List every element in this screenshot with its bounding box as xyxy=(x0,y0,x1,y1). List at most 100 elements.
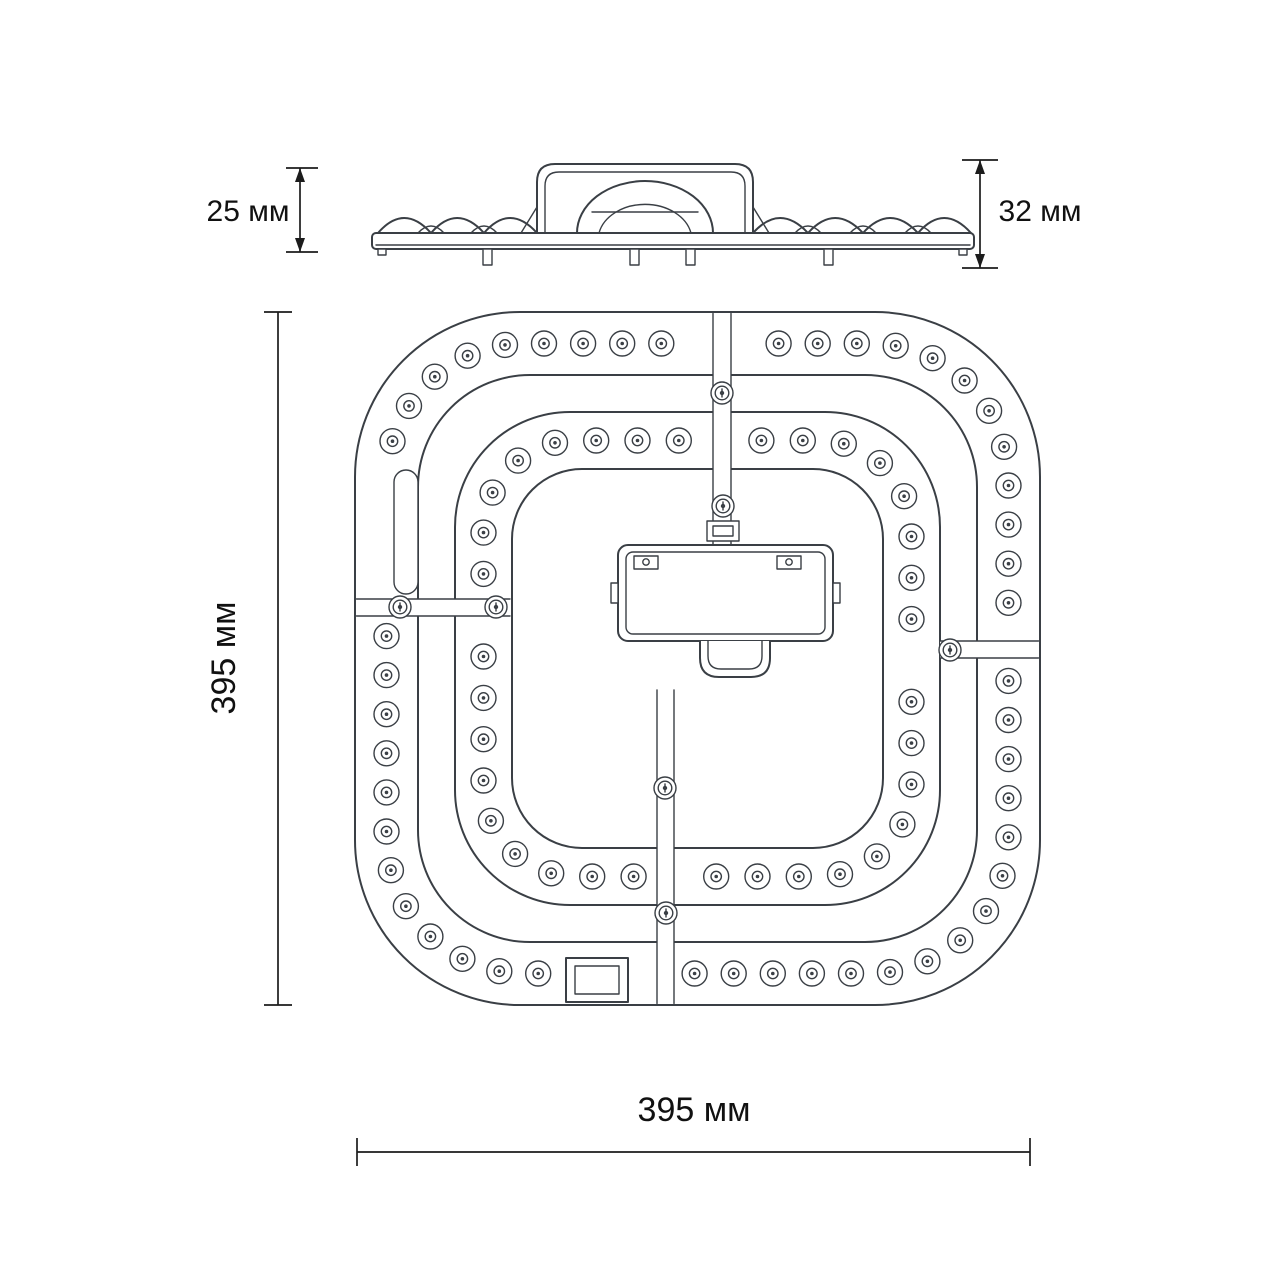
led xyxy=(744,863,771,890)
led xyxy=(972,897,1000,925)
dimension-32mm: 32 мм xyxy=(962,159,1081,269)
led xyxy=(826,861,854,888)
mounting-screw xyxy=(484,595,508,619)
led xyxy=(373,740,400,767)
led xyxy=(837,960,865,987)
mounting-screw xyxy=(938,638,962,662)
led xyxy=(609,330,636,357)
mounting-screw xyxy=(653,776,677,800)
led xyxy=(951,367,978,394)
sensor-dome-inner xyxy=(598,203,692,234)
inner-led-ring xyxy=(470,427,925,890)
led xyxy=(681,960,708,987)
driver-terminal-screw-left xyxy=(642,558,650,566)
led xyxy=(449,945,476,972)
led xyxy=(504,447,532,474)
led xyxy=(804,330,831,357)
led xyxy=(470,560,497,588)
led xyxy=(470,643,497,670)
led xyxy=(454,342,481,369)
led xyxy=(470,726,497,753)
dimension-height-395mm: 395 мм xyxy=(205,311,292,1006)
side-view xyxy=(371,163,975,266)
led xyxy=(538,860,565,887)
led xyxy=(665,427,692,454)
mounting-slot xyxy=(393,469,419,595)
led xyxy=(748,427,775,454)
mounting-screw xyxy=(711,494,735,518)
housing-brace-right xyxy=(752,206,770,234)
led xyxy=(525,960,552,987)
driver-housing xyxy=(536,163,754,234)
led xyxy=(995,667,1022,695)
height-dimension-label: 395 мм xyxy=(205,602,243,715)
led xyxy=(889,811,916,838)
led xyxy=(620,863,647,890)
led xyxy=(989,862,1016,889)
driver-clip-inner xyxy=(707,640,763,670)
led xyxy=(990,433,1018,460)
middle-band xyxy=(454,411,941,906)
led xyxy=(421,363,448,390)
led xyxy=(720,960,747,987)
led xyxy=(569,330,597,357)
led xyxy=(377,857,405,884)
driver-tab-right xyxy=(832,582,841,604)
led xyxy=(486,958,513,985)
mounting-peg xyxy=(482,248,493,266)
led xyxy=(995,706,1022,734)
led xyxy=(479,479,506,506)
sensor-dome-outer xyxy=(576,180,714,234)
led xyxy=(914,948,941,975)
led xyxy=(379,428,406,455)
led xyxy=(798,960,826,987)
led xyxy=(882,332,909,359)
driver-box-inner-outline xyxy=(625,551,826,635)
mounting-peg xyxy=(685,248,696,266)
led xyxy=(995,785,1022,812)
led xyxy=(541,429,569,456)
led xyxy=(863,843,891,870)
led xyxy=(995,550,1022,577)
led xyxy=(995,472,1022,499)
led xyxy=(373,622,400,650)
led xyxy=(876,958,904,986)
driver-terminal-screw-right xyxy=(785,558,793,566)
driver-tab-left xyxy=(610,582,619,604)
middle-band-inner-edge xyxy=(511,468,884,849)
led xyxy=(417,923,444,950)
led xyxy=(703,863,730,890)
led xyxy=(648,330,675,357)
bridge-junction-block-inner xyxy=(712,525,734,537)
width-dimension-label: 395 мм xyxy=(638,1091,751,1129)
led xyxy=(624,427,651,454)
driver-box xyxy=(610,544,841,678)
led xyxy=(898,688,925,715)
led xyxy=(898,564,925,591)
led xyxy=(890,483,918,510)
base-plate xyxy=(371,232,975,250)
base-foot-left xyxy=(377,248,387,256)
led xyxy=(919,345,946,372)
led xyxy=(898,605,925,633)
side-height-label-left: 25 мм xyxy=(207,195,290,228)
driver-clip xyxy=(699,640,771,678)
mounting-screw xyxy=(710,381,734,405)
mounting-screw xyxy=(654,901,678,925)
base-foot-right xyxy=(958,248,968,256)
led xyxy=(789,427,816,454)
led xyxy=(373,818,400,845)
led xyxy=(530,330,558,357)
led xyxy=(947,927,974,954)
led xyxy=(392,893,420,920)
lens-array-left xyxy=(377,217,538,234)
driver-terminal-right xyxy=(776,555,802,570)
led xyxy=(995,745,1022,773)
led xyxy=(373,779,400,806)
led xyxy=(785,863,812,890)
wire-connector-box xyxy=(565,957,629,1003)
lens-array-secondary-bumps xyxy=(417,225,932,234)
led xyxy=(395,392,423,420)
led xyxy=(975,397,1003,424)
